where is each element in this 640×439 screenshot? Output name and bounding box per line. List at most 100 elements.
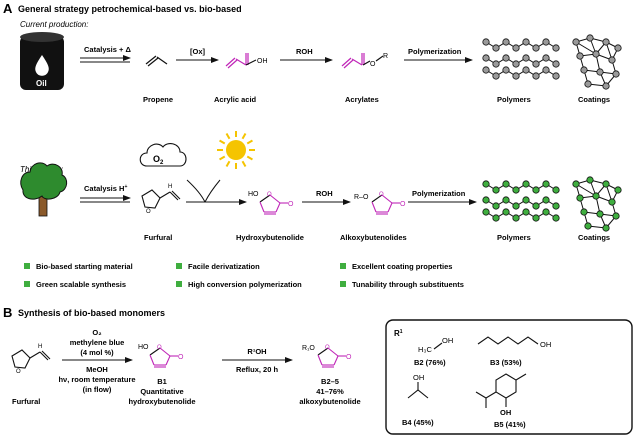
- condition-line: methylene blue: [70, 338, 125, 347]
- top-arrow-polymerization: Polymerization: [404, 47, 473, 63]
- polymers-gray-icon: [482, 38, 560, 80]
- polymer-bead: [482, 54, 490, 62]
- alkoxybutenolides-label: Alkoxybutenolides: [340, 233, 407, 242]
- bullet-marker: [340, 281, 346, 287]
- polymer-bead: [492, 186, 500, 194]
- coatings-gray-icon: [572, 34, 622, 90]
- polymer-bead: [502, 196, 510, 204]
- network-node: [608, 198, 616, 206]
- sun-ray: [219, 155, 226, 161]
- b1-ho: HO: [138, 344, 149, 351]
- b4-oh: OH: [413, 373, 424, 382]
- top-arrow4-label: Polymerization: [408, 47, 462, 56]
- network-node: [592, 192, 600, 200]
- hydroxy-o-carbonyl: O: [288, 201, 294, 208]
- b25-caption: B2–5 41–76% alkoxybutenolide: [299, 377, 360, 406]
- polymer-bead: [542, 38, 550, 46]
- polymer-bead: [552, 72, 560, 80]
- step1-conditions: O₂ methylene blue (4 mol %) MeOH hν, roo…: [58, 328, 135, 394]
- alkoxy-o-carbonyl: O: [400, 201, 406, 208]
- bullet-item: Excellent coating properties: [352, 262, 452, 271]
- b1-caption: B1 Quantitative hydroxybutenolide: [128, 377, 195, 406]
- polymers-green-icon: [482, 180, 560, 222]
- alkoxybutenolide-structure: [371, 194, 400, 215]
- b2-h3c: H₃C: [418, 345, 432, 354]
- propene-structure: [145, 55, 168, 67]
- bullet-marker: [340, 263, 346, 269]
- network-node: [576, 194, 584, 202]
- network-node: [572, 180, 580, 188]
- polymer-bead: [492, 214, 500, 222]
- bullet-item: Tunability through substituents: [352, 280, 464, 289]
- bullet-item: Green scalable synthesis: [36, 280, 126, 289]
- coatings-label-top: Coatings: [578, 95, 610, 104]
- acrylic-acid-label: Acrylic acid: [214, 95, 257, 104]
- b25-label: B2–5: [321, 377, 339, 386]
- b1-name: hydroxybutenolide: [128, 397, 195, 406]
- polymer-bead: [532, 44, 540, 52]
- bullet-item: Facile derivatization: [188, 262, 260, 271]
- network-node: [580, 66, 588, 74]
- oil-barrel-icon: Oil: [20, 32, 64, 90]
- b1-structure: [149, 347, 178, 368]
- network-node: [614, 186, 622, 194]
- network-node: [614, 44, 622, 52]
- condition-line: O₂: [92, 328, 101, 337]
- polymer-bead: [512, 214, 520, 222]
- top-arrow2-label: [Ox]: [190, 47, 206, 56]
- bottom-arrow-roh: ROH: [302, 189, 351, 205]
- bottom-arrow-catalysis: Catalysis H+: [80, 184, 131, 203]
- network-node: [576, 52, 584, 60]
- furfural-b-h: H: [38, 344, 42, 350]
- polymer-bead: [502, 208, 510, 216]
- furfural-structure: [141, 189, 181, 209]
- acrylates-label: Acrylates: [345, 95, 379, 104]
- b1-yield: Quantitative: [140, 387, 183, 396]
- network-node: [596, 210, 604, 218]
- polymer-bead: [532, 214, 540, 222]
- b3-caption: B3 (53%): [490, 358, 522, 367]
- network-node: [584, 222, 592, 230]
- bottom-arrow4-label: Polymerization: [412, 189, 466, 198]
- polymer-bead: [522, 66, 530, 74]
- bullet-marker: [24, 281, 30, 287]
- b4-chain: [407, 389, 429, 399]
- acrylic-acid-structure: [225, 53, 257, 69]
- oxygen-label: O2: [153, 154, 164, 166]
- sun-ray: [219, 139, 226, 145]
- polymer-bead: [522, 196, 530, 204]
- polymer-bead: [532, 186, 540, 194]
- polymer-bead: [502, 66, 510, 74]
- polymer-bead: [492, 72, 500, 80]
- polymer-bead: [552, 186, 560, 194]
- network-node: [602, 38, 610, 46]
- network-node: [592, 50, 600, 58]
- network-node: [586, 34, 594, 42]
- network-node: [572, 38, 580, 46]
- top-arrow1-label: Catalysis + Δ: [84, 45, 131, 54]
- polymer-bead: [532, 202, 540, 210]
- alkoxy-ro: R–O: [354, 194, 369, 201]
- b1-o-carbonyl: O: [178, 354, 184, 361]
- network-node: [580, 208, 588, 216]
- b5-caption: B5 (41%): [494, 420, 526, 429]
- polymer-bead: [502, 180, 510, 188]
- step2-arrow: R¹OH Reflux, 20 h: [222, 347, 293, 374]
- b25-structure: [317, 347, 346, 368]
- furfural-label-a: Furfural: [144, 233, 172, 242]
- polymer-bead: [492, 60, 500, 68]
- polymer-bead: [552, 44, 560, 52]
- polymer-bead: [492, 44, 500, 52]
- condition-line: MeOH: [86, 365, 108, 374]
- top-arrow3-label: ROH: [296, 47, 313, 56]
- polymer-bead: [512, 44, 520, 52]
- polymer-bead: [512, 186, 520, 194]
- bullet-item: High conversion polymerization: [188, 280, 302, 289]
- network-node: [602, 82, 610, 90]
- polymer-bead: [542, 208, 550, 216]
- furfural-structure-b: [11, 349, 51, 369]
- b25-o-ring: O: [325, 345, 330, 351]
- b25-yield: 41–76%: [316, 387, 344, 396]
- furfural-label-b: Furfural: [12, 397, 40, 406]
- sun-ray: [225, 133, 231, 140]
